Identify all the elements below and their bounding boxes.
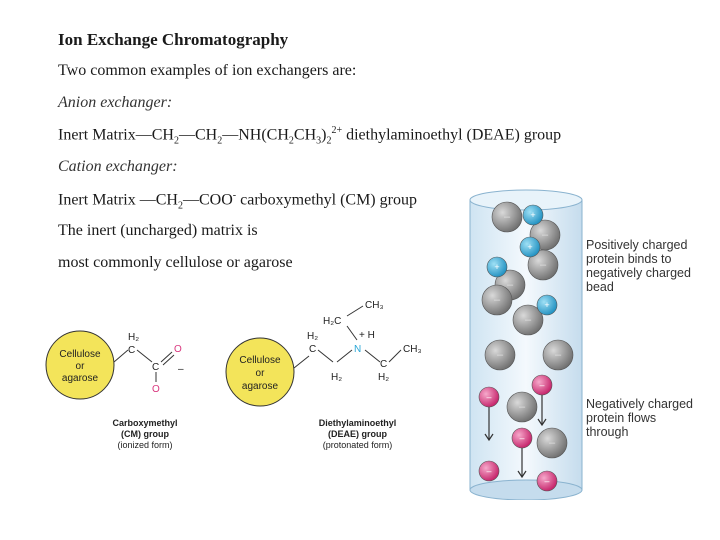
- column-diagram: ––––––––––++++–––––: [469, 189, 583, 500]
- deae-c-left: C: [309, 344, 316, 355]
- cm-o2: O: [152, 384, 160, 395]
- bead: [512, 304, 544, 336]
- bond: [346, 305, 364, 317]
- cm-structure-diagram: Cellulose or agarose H₂ C C O O –: [45, 330, 184, 400]
- negative-protein-sign: –: [539, 380, 544, 390]
- bead: [506, 391, 538, 423]
- deae-caption: Diethylaminoethyl(DEAE) group(protonated…: [318, 418, 397, 450]
- cm-c1: C: [128, 345, 135, 356]
- cm-o1: O: [174, 344, 182, 355]
- cellulose-bead-deae: [225, 337, 295, 407]
- bead-sign: –: [497, 349, 504, 361]
- bead-sign: –: [494, 294, 501, 306]
- cm-h2: H₂: [128, 332, 139, 343]
- deae-structure-diagram: Cellulose or agarose H₂ C H₂ N + H H₂C C…: [225, 300, 422, 407]
- bead: [536, 427, 568, 459]
- bead: [484, 339, 516, 371]
- bond: [293, 355, 310, 369]
- positive-protein-sign: +: [544, 300, 549, 310]
- negative-protein: [536, 470, 558, 492]
- bead-label-1: Cellulose: [59, 349, 101, 360]
- bond: [336, 349, 353, 363]
- column-top: [469, 189, 583, 211]
- bond: [317, 349, 334, 363]
- page-title: Ion Exchange Chromatography: [58, 30, 289, 49]
- deae-h2-right: H₂: [378, 372, 389, 383]
- bond: [160, 351, 173, 363]
- positive-protein: [536, 294, 558, 316]
- arrow-head: [484, 433, 494, 442]
- cm-minus: –: [178, 364, 184, 375]
- negative-protein: [478, 460, 500, 482]
- bond: [346, 325, 358, 341]
- arrow-head: [537, 418, 547, 427]
- bond: [364, 349, 381, 363]
- bead-sign: –: [504, 211, 511, 223]
- bond: [113, 349, 129, 363]
- bead-label-3: agarose: [62, 373, 99, 384]
- bond: [388, 349, 402, 363]
- deae-h2c: H₂C: [323, 316, 341, 327]
- cm-caption: Carboxymethyl(CM) group(ionized form): [112, 418, 178, 450]
- negative-protein-sign: –: [519, 433, 524, 443]
- anion-heading: Anion exchanger:: [58, 94, 173, 111]
- bond: [162, 354, 175, 366]
- positive-protein: [486, 256, 508, 278]
- bead-sign: –: [549, 437, 556, 449]
- bead: [491, 201, 523, 233]
- bead: [542, 339, 574, 371]
- positive-protein-sign: +: [527, 242, 532, 252]
- arrow-head: [517, 470, 527, 479]
- bead-sign: –: [540, 259, 547, 271]
- bond: [136, 349, 153, 363]
- cellulose-bead-cm: [45, 330, 115, 400]
- intro-text: Two common examples of ion exchangers ar…: [58, 62, 357, 79]
- negative-protein-sign: –: [486, 392, 491, 402]
- bead: [527, 249, 559, 281]
- cation-formula: Inert Matrix —CH2—COO- carboxymethyl (CM…: [58, 190, 417, 212]
- deae-plus-h: + H: [359, 330, 375, 341]
- bead-sign: –: [555, 349, 562, 361]
- bead-sign: –: [519, 401, 526, 413]
- bead-label-3: agarose: [242, 381, 279, 392]
- deae-c-right: C: [380, 359, 387, 370]
- deae-h2-left: H₂: [307, 331, 318, 342]
- deae-n: N: [354, 344, 361, 355]
- deae-ch3-right: CH₃: [403, 344, 422, 355]
- negative-protein-sign: –: [486, 466, 491, 476]
- negative-protein-sign: –: [544, 476, 549, 486]
- column-bottom: [469, 479, 583, 500]
- bead-sign: –: [542, 229, 549, 241]
- positive-protein-sign: +: [494, 262, 499, 272]
- bead-label-1: Cellulose: [239, 355, 281, 366]
- cation-heading: Cation exchanger:: [58, 158, 178, 175]
- deae-ch3-top: CH₃: [365, 300, 384, 311]
- anion-formula: Inert Matrix—CH2—CH2—NH(CH2CH3)22+ dieth…: [58, 125, 562, 147]
- bead-sign: –: [507, 279, 514, 291]
- bead: [481, 284, 513, 316]
- bead-group: ––––––––––++++–––––: [478, 201, 574, 492]
- positive-protein-sign: +: [530, 210, 535, 220]
- positive-protein: [519, 236, 541, 258]
- bead-label-2: or: [76, 361, 86, 372]
- bead-label-2: or: [256, 368, 266, 379]
- cm-c2: C: [152, 362, 159, 373]
- positive-protein: [522, 204, 544, 226]
- deae-h2-below: H₂: [331, 372, 342, 383]
- matrix-line-2: most commonly cellulose or agarose: [58, 254, 293, 271]
- matrix-line-1: The inert (uncharged) matrix is: [58, 222, 258, 239]
- bead-sign: –: [525, 314, 532, 326]
